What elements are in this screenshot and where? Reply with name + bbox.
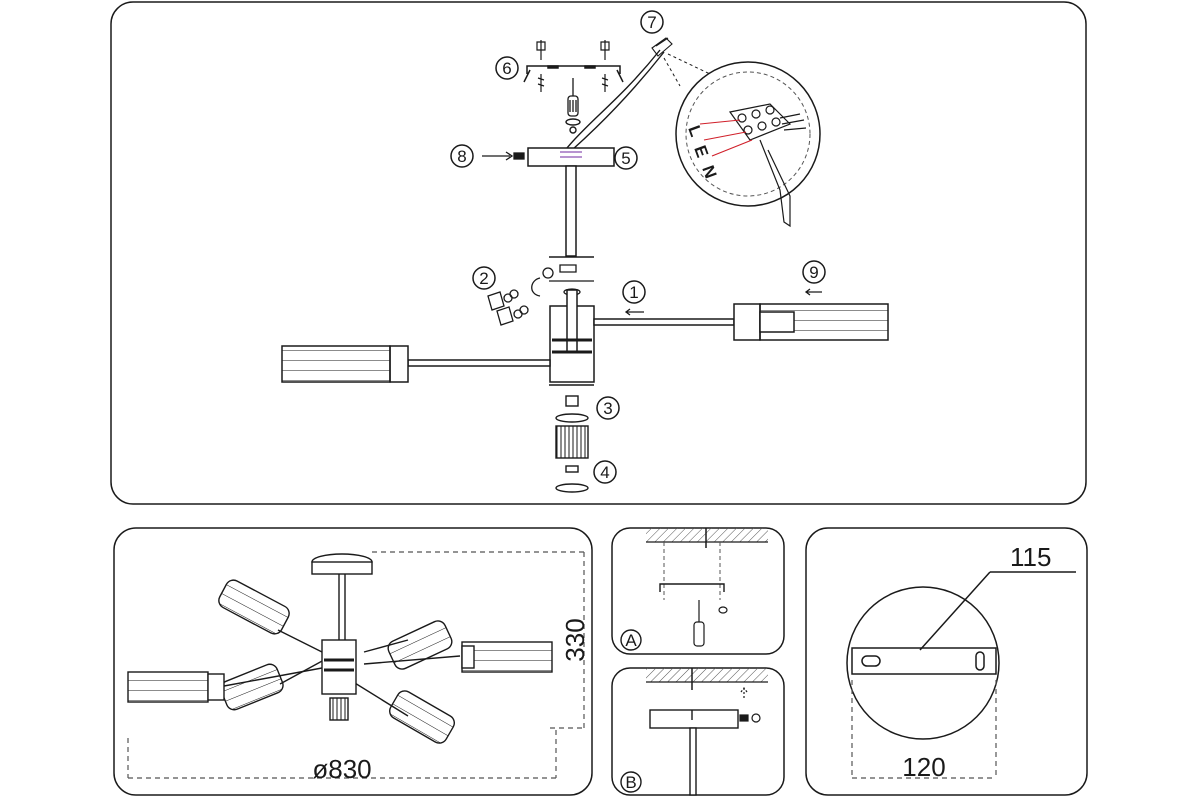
canopy-plate [527, 147, 615, 167]
main-panel-frame [110, 1, 1087, 505]
svg-text:A: A [625, 631, 637, 650]
hook-assembly [531, 264, 594, 297]
callout-7: 7 [640, 10, 664, 34]
svg-text:9: 9 [809, 263, 818, 282]
bottom-finial [555, 395, 589, 493]
step-a-screwdriver [693, 600, 728, 647]
detail-leader [663, 53, 711, 87]
screwdriver [567, 78, 579, 117]
central-hub [549, 289, 595, 386]
left-arm [281, 345, 551, 383]
step-b-screw [739, 687, 761, 723]
mounting-bracket [523, 65, 624, 83]
step-a-bracket [659, 583, 725, 592]
callout-5: 5 [614, 146, 638, 170]
svg-text:B: B [625, 773, 636, 792]
svg-text:2: 2 [479, 269, 488, 288]
right-arm [593, 303, 889, 341]
svg-text:6: 6 [502, 59, 511, 78]
svg-text:1: 1 [629, 283, 638, 302]
set-screw [482, 151, 525, 161]
wiring-detail [675, 61, 821, 228]
step-a-ceiling [646, 528, 768, 548]
wall-anchors [536, 40, 610, 92]
diameter-value: ø830 [312, 754, 371, 784]
svg-text:3: 3 [603, 399, 612, 418]
arrows [624, 288, 822, 316]
step-a-badge: A [620, 629, 642, 651]
callout-3: 3 [596, 396, 620, 420]
callout-4: 4 [593, 460, 617, 484]
step-b-badge: B [620, 771, 642, 793]
svg-text:5: 5 [621, 149, 630, 168]
fixture-overview [127, 553, 553, 744]
canopy-width-value: 120 [902, 752, 945, 782]
wire-letter-e: E [690, 143, 712, 160]
callout-8: 8 [450, 144, 474, 168]
canopy-dimension-panel [805, 527, 1088, 796]
terminal-block [651, 37, 673, 57]
height-value: 330 [560, 618, 590, 661]
svg-text:4: 4 [600, 463, 609, 482]
callout-2: 2 [472, 266, 496, 290]
svg-text:8: 8 [457, 147, 466, 166]
canopy-width-dimension [851, 680, 997, 779]
canopy-diameter-value: 115 [1010, 542, 1051, 572]
canopy-circle [846, 571, 1076, 740]
wire-letter-n: N [698, 163, 720, 181]
step-b-ceiling [646, 668, 768, 690]
step-a-drill-guides [663, 542, 721, 600]
callout-1: 1 [622, 280, 646, 304]
supply-wires [565, 49, 665, 151]
step-b-canopy [649, 709, 739, 796]
wire-letter-l: L [684, 123, 705, 139]
svg-text:7: 7 [647, 13, 656, 32]
diameter-dimension [127, 730, 557, 779]
callout-9: 9 [802, 260, 826, 284]
height-dimension [372, 551, 585, 729]
down-rod [549, 165, 594, 258]
callout-6: 6 [495, 56, 519, 80]
overall-dimension-panel [113, 527, 593, 796]
bulbs-exploded [487, 289, 529, 326]
